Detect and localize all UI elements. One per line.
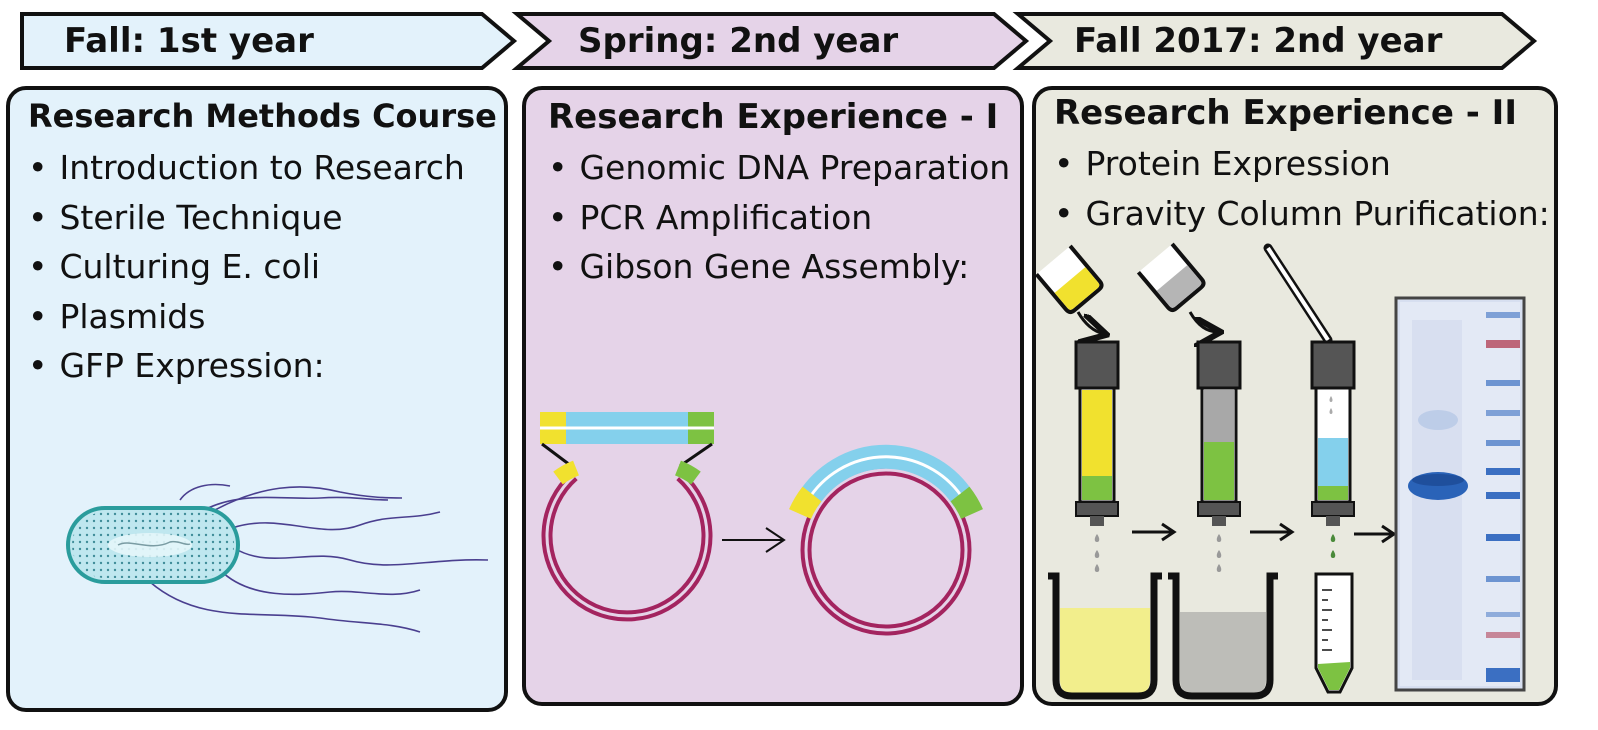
chevron-spring-2nd-year xyxy=(511,12,1030,70)
bullet-list-research-experience-2: Protein Expression Gravity Column Purifi… xyxy=(1054,139,1550,239)
chevron-label-fall-1st-year: Fall: 1st year xyxy=(64,21,314,61)
bullet-item: Introduction to Research xyxy=(28,143,464,193)
bullet-item: Culturing E. coli xyxy=(28,242,465,292)
collection-tube xyxy=(1314,572,1354,694)
bullet-item: PCR Amplification xyxy=(548,193,1010,243)
gray-pour-beaker xyxy=(1136,242,1206,312)
panel-title-research-experience-1: Research Experience - I xyxy=(548,97,999,137)
sds-page-gel xyxy=(1394,296,1526,692)
bullet-item: Gravity Column Purification: xyxy=(1054,189,1549,239)
assembly-arrow xyxy=(722,527,786,553)
bullet-item: Sterile Technique xyxy=(28,193,465,243)
bullet-item: Genomic DNA Preparation xyxy=(548,143,1010,193)
bullet-item: GFP Expression: xyxy=(28,341,465,391)
column-2 xyxy=(1196,340,1242,572)
yellow-flowthrough-beaker xyxy=(1048,572,1162,700)
bullet-list-research-experience-1: Genomic DNA Preparation PCR Amplificatio… xyxy=(548,143,1010,292)
chevron-fall-1st-year xyxy=(20,12,518,70)
panel-title-research-experience-2: Research Experience - II xyxy=(1054,93,1517,133)
yellow-pour-beaker xyxy=(1034,244,1104,314)
bullet-item: Plasmids xyxy=(28,292,465,342)
bullet-list-research-methods: Introduction to Research Sterile Techniq… xyxy=(28,143,465,391)
gray-wash-beaker xyxy=(1168,572,1278,700)
ecoli-illustration xyxy=(66,483,489,633)
column-purification-illustration xyxy=(1034,242,1526,700)
bullet-item: Protein Expression xyxy=(1054,139,1550,189)
bullet-item: Gibson Gene Assembly: xyxy=(548,242,1010,292)
chevron-label-spring-2nd-year: Spring: 2nd year xyxy=(578,21,899,61)
column-1 xyxy=(1074,340,1120,572)
panel-title-research-methods: Research Methods Course xyxy=(28,97,497,135)
chevron-label-fall-2017-2nd-year: Fall 2017: 2nd year xyxy=(1074,21,1443,61)
gibson-assembly-illustration xyxy=(540,412,983,636)
chevron-fall-2017-2nd-year xyxy=(1012,12,1538,70)
column-3 xyxy=(1310,340,1356,558)
